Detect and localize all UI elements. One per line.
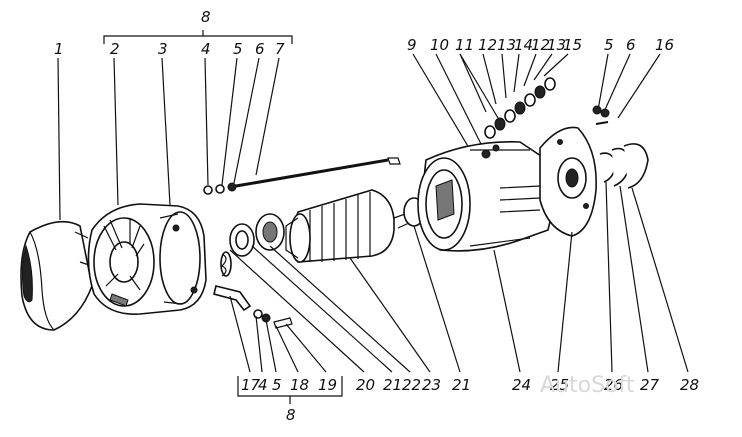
callout-5b: 5 xyxy=(604,36,614,54)
callout-6: 6 xyxy=(255,40,265,58)
callout-26: 26 xyxy=(604,376,623,394)
group-bracket-bottom: 8 xyxy=(237,376,343,424)
callout-11: 11 xyxy=(455,36,474,54)
callout-1: 1 xyxy=(54,40,64,58)
parts-20-22-bearing-rings xyxy=(220,213,285,277)
callout-21a: 21 xyxy=(383,376,402,394)
callout-13b: 13 xyxy=(547,36,566,54)
leader-lines-bottom xyxy=(229,181,689,373)
callout-19: 19 xyxy=(318,376,337,394)
callout-12b: 12 xyxy=(531,36,550,54)
callout-labels-top: 1 2 3 4 5 6 7 9 10 11 12 13 14 12 13 15 … xyxy=(54,36,674,58)
callout-4: 4 xyxy=(201,40,211,58)
callout-5: 5 xyxy=(233,40,243,58)
callout-5c: 5 xyxy=(272,376,282,394)
parts-4-5-6-7-washers-rod xyxy=(203,157,401,195)
parts-12-15-terminal-nuts xyxy=(484,77,556,139)
callout-25: 25 xyxy=(550,376,569,394)
callout-16: 16 xyxy=(655,36,674,54)
callout-20: 20 xyxy=(356,376,375,394)
group-bracket-top: 8 xyxy=(103,8,293,44)
part-24-stator-housing xyxy=(417,141,554,252)
callout-13a: 13 xyxy=(497,36,516,54)
watermark-logo: AutoSoft xyxy=(540,373,635,398)
callout-10: 10 xyxy=(430,36,449,54)
group-label-bottom: 8 xyxy=(286,406,296,424)
callout-15: 15 xyxy=(563,36,582,54)
group-label-top: 8 xyxy=(201,8,211,26)
callout-4b: 4 xyxy=(258,376,268,394)
leader-lines-top xyxy=(57,53,661,221)
callout-24: 24 xyxy=(512,376,531,394)
callout-9: 9 xyxy=(407,36,417,54)
callout-3: 3 xyxy=(158,40,168,58)
part-23-armature xyxy=(285,189,425,263)
callout-17: 17 xyxy=(241,376,261,394)
callout-12a: 12 xyxy=(478,36,497,54)
callout-28: 28 xyxy=(680,376,699,394)
parts-26-28-springs xyxy=(592,105,649,189)
callout-7: 7 xyxy=(275,40,285,58)
callout-labels-bottom: 17 4 5 18 19 20 21 22 23 21 24 25 26 27 … xyxy=(241,376,699,394)
callout-6b: 6 xyxy=(626,36,636,54)
callout-2: 2 xyxy=(110,40,120,58)
callout-18: 18 xyxy=(290,376,309,394)
part-1-end-cover xyxy=(20,220,93,331)
parts-17-19-small-fasteners xyxy=(213,285,293,329)
callout-22: 22 xyxy=(402,376,421,394)
callout-14: 14 xyxy=(514,36,533,54)
part-2-3-bracket-housing xyxy=(87,203,207,315)
callout-23: 23 xyxy=(422,376,441,394)
part-25-end-flange xyxy=(539,126,597,237)
callout-21b: 21 xyxy=(452,376,471,394)
callout-27: 27 xyxy=(640,376,660,394)
